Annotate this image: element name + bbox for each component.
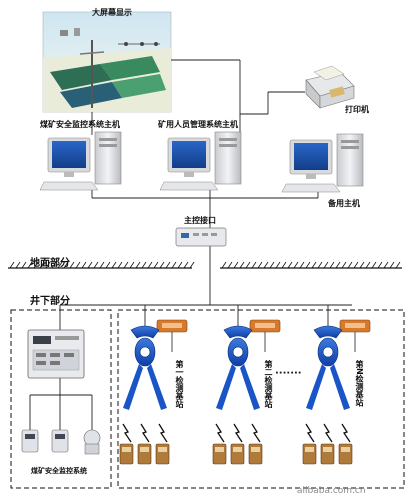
tag-group xyxy=(212,423,263,465)
main-interface-box xyxy=(175,227,227,247)
underground-section-label: 井下部分 xyxy=(30,296,70,307)
safety-host-label: 煤矿安全监控系统主机 xyxy=(40,120,120,129)
station-n-label: 第N检测基站 xyxy=(355,360,364,407)
main-interface-label: 主控接口 xyxy=(184,216,216,225)
station-1-label: 第一检测基站 xyxy=(175,360,184,408)
detection-station xyxy=(123,319,188,410)
printer-device xyxy=(305,65,355,109)
backup-host-computer xyxy=(281,133,364,193)
station-2-label: 第二检测基站 xyxy=(264,360,273,408)
watermark: alibaba.com.cn xyxy=(297,486,366,496)
safety-system-label: 煤矿安全监控系统 xyxy=(31,467,87,475)
sensor-devices xyxy=(21,429,101,455)
detection-station xyxy=(306,319,371,410)
backup-host-label: 备用主机 xyxy=(328,199,360,208)
safety-system-box xyxy=(10,309,112,489)
tag-group xyxy=(119,423,170,465)
big-screen-display xyxy=(42,11,172,113)
ground-hatch xyxy=(8,261,402,269)
personnel-tags xyxy=(119,423,353,465)
detection-stations xyxy=(123,319,371,410)
personnel-host-label: 矿用人员管理系统主机 xyxy=(158,120,238,129)
tag-group xyxy=(302,423,353,465)
ellipsis-label: ······· xyxy=(275,368,302,379)
safety-monitor-unit xyxy=(27,329,85,379)
printer-label: 打印机 xyxy=(345,105,369,114)
personnel-host-computer xyxy=(159,131,242,191)
big-screen-label: 大屏幕显示 xyxy=(92,8,132,17)
safety-host-computer xyxy=(39,131,122,191)
detection-station xyxy=(216,319,281,410)
ground-section-label: 地面部分 xyxy=(30,258,70,269)
